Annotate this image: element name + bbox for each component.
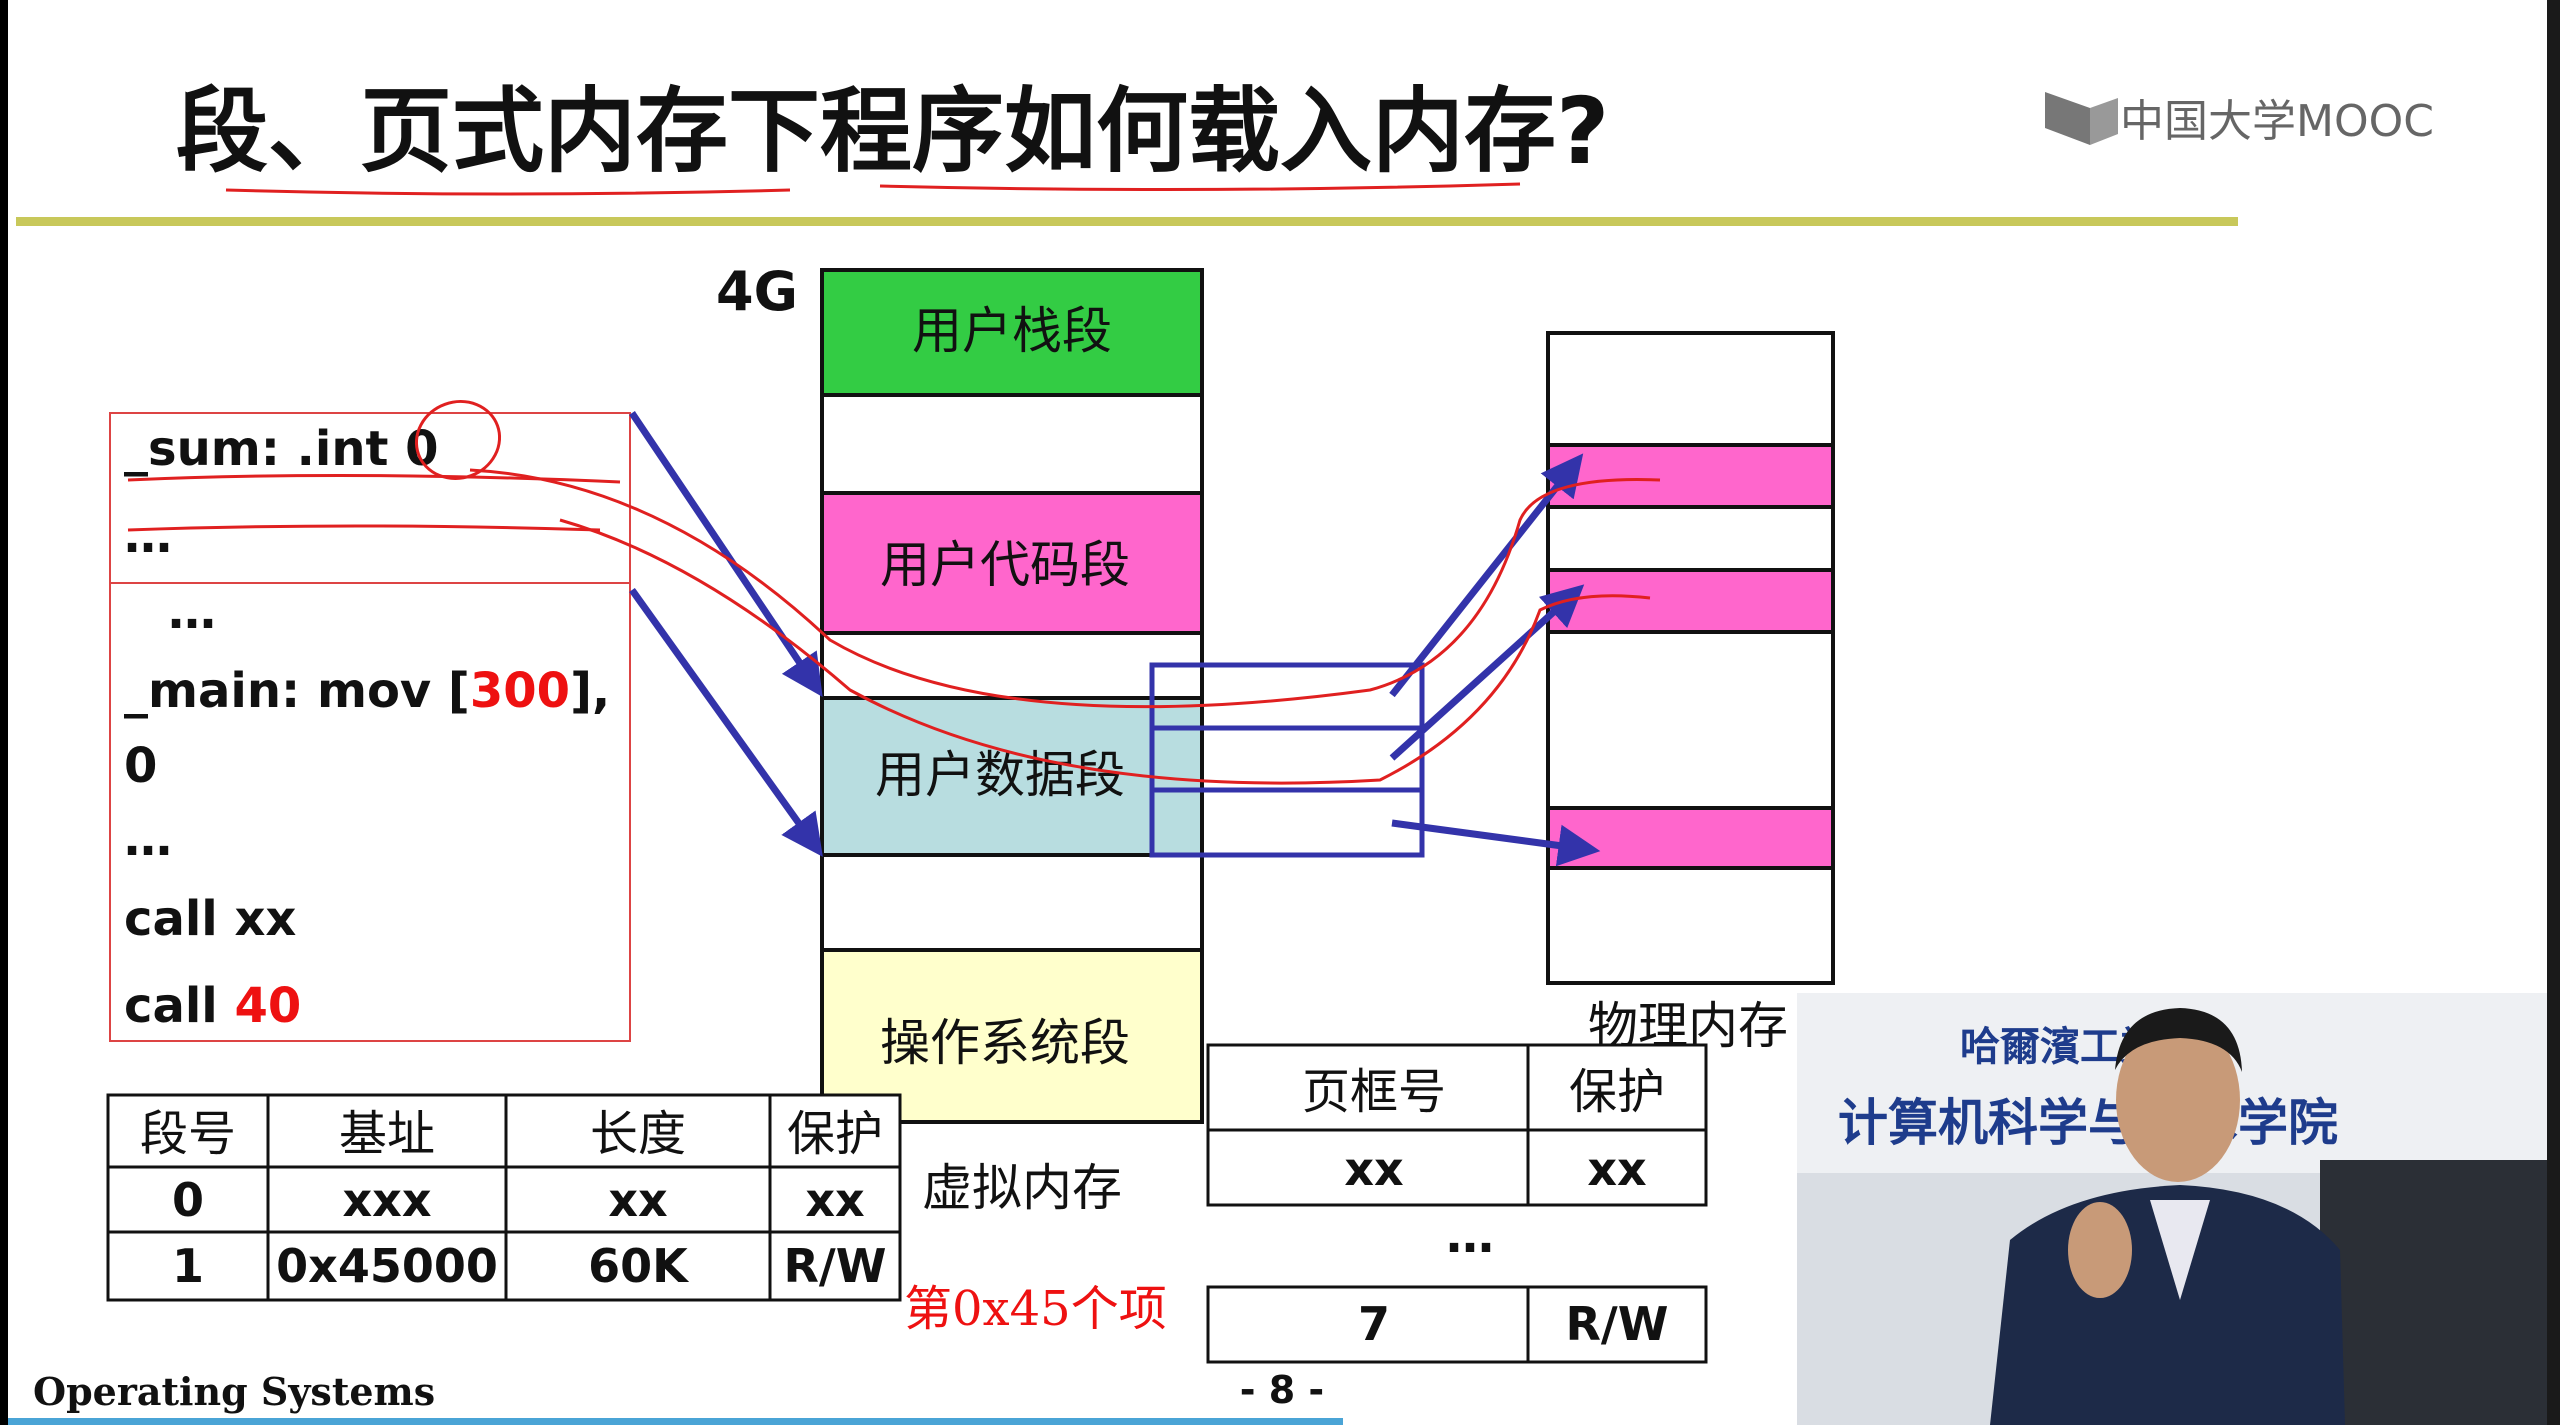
title-annotation-underline bbox=[225, 182, 1521, 196]
presenter-hand bbox=[2068, 1202, 2132, 1298]
arrow-page-to-frame-3 bbox=[1391, 819, 1601, 867]
program-box bbox=[109, 412, 631, 1042]
page-title: 段、页式内存下程序如何载入内存? bbox=[176, 78, 1609, 185]
segment-table-header: 长度 bbox=[590, 1106, 686, 1162]
physical-frame bbox=[1546, 443, 1835, 509]
segment-table-cell: xx bbox=[805, 1173, 864, 1227]
page-table-cell: xx bbox=[1344, 1142, 1403, 1196]
segment-table-cell: xx bbox=[608, 1173, 667, 1227]
footer-page-number: - 8 - bbox=[1240, 1368, 1324, 1412]
presenter-video: 哈爾濱工業大 计算机科学与技术学院 bbox=[1797, 993, 2547, 1425]
footer-bar bbox=[8, 1418, 1343, 1425]
program-line-sum: _sum: .int 0 bbox=[124, 421, 439, 477]
arrow-page-to-frame-2 bbox=[1389, 584, 1585, 761]
segment-label-code: 用户代码段 bbox=[880, 536, 1130, 594]
virtual-memory-caption: 虚拟内存 bbox=[922, 1159, 1122, 1217]
segment-label-stack: 用户栈段 bbox=[912, 302, 1112, 360]
segment-table-header: 基址 bbox=[339, 1106, 435, 1162]
handwriting-annotations bbox=[127, 400, 1661, 785]
presenter-figure bbox=[1990, 1008, 2345, 1425]
program-line-ellipsis-1: … bbox=[124, 508, 172, 564]
page-table-header: 页框号 bbox=[1302, 1064, 1446, 1120]
page-table: 页框号 保护 xx xx … 7 R/W bbox=[1206, 1043, 1708, 1364]
arrow-page-to-frame-1 bbox=[1389, 453, 1584, 698]
program-line-zero: 0 bbox=[124, 738, 157, 794]
segment-label-os: 操作系统段 bbox=[880, 1014, 1130, 1072]
page-table-cell: 7 bbox=[1358, 1297, 1390, 1351]
program-line-ellipsis-3: … bbox=[124, 811, 172, 867]
physical-frame bbox=[1546, 568, 1835, 634]
monitor-shape bbox=[2320, 1160, 2547, 1425]
data-segment-pages bbox=[1149, 662, 1425, 858]
footer-course-name: Operating Systems bbox=[33, 1369, 435, 1414]
page-table-header: 保护 bbox=[1569, 1064, 1665, 1120]
segment-table-cell: 0x45000 bbox=[276, 1239, 498, 1293]
arrow-data-to-virtual bbox=[629, 411, 823, 697]
segment-os bbox=[820, 948, 1204, 1124]
segment-table-cell: 60K bbox=[588, 1239, 690, 1293]
program-line-ellipsis-2: … bbox=[168, 584, 216, 640]
mooc-logo: 中国大学MOOC bbox=[2045, 92, 2434, 147]
mooc-logo-text: 中国大学MOOC bbox=[2120, 96, 2434, 147]
physical-memory-box bbox=[1546, 331, 1835, 985]
mapping-arrows bbox=[629, 411, 1601, 867]
segment-table-cell: xxx bbox=[342, 1173, 431, 1227]
page-table-cell: xx bbox=[1587, 1142, 1646, 1196]
title-divider bbox=[16, 217, 2238, 226]
virtual-memory-top-label: 4G bbox=[716, 260, 798, 323]
segment-table-cell: R/W bbox=[784, 1239, 887, 1293]
arrow-code-to-virtual bbox=[629, 587, 823, 857]
page-table-cell: R/W bbox=[1566, 1297, 1669, 1351]
segment-table-header: 保护 bbox=[787, 1106, 883, 1162]
virtual-memory: 4G 用户栈段 用户代码段 用户数据段 操作系统段 虚拟内存 bbox=[716, 260, 1204, 1217]
physical-frame bbox=[1546, 806, 1835, 870]
segment-table-cell: 0 bbox=[172, 1173, 204, 1227]
segment-table-cell: 1 bbox=[172, 1239, 204, 1293]
video-banner-dept: 计算机科学与技术学院 bbox=[1838, 1094, 2338, 1152]
presenter-face bbox=[2116, 1018, 2240, 1182]
book-icon bbox=[2045, 92, 2090, 145]
program-line-call-40: call 40 bbox=[124, 978, 301, 1034]
physical-memory: 物理内存 bbox=[1546, 331, 1835, 1055]
segment-table: 段号 基址 长度 保护 0 xxx xx xx 1 0x45000 60K R/… bbox=[106, 1093, 902, 1302]
program-line-call-xx: call xx bbox=[124, 891, 296, 947]
segment-table-note: 第0x45个项 bbox=[904, 1281, 1167, 1337]
segment-user-code bbox=[820, 491, 1204, 635]
segment-user-stack bbox=[820, 268, 1204, 397]
page-table-ellipsis: … bbox=[1446, 1208, 1494, 1264]
segment-label-data: 用户数据段 bbox=[875, 746, 1125, 804]
program-line-main: _main: mov [300], bbox=[124, 663, 610, 719]
segment-table-header: 段号 bbox=[140, 1106, 236, 1162]
program-listing: _sum: .int 0 … … _main: mov [300], 0 … c… bbox=[109, 412, 631, 1042]
